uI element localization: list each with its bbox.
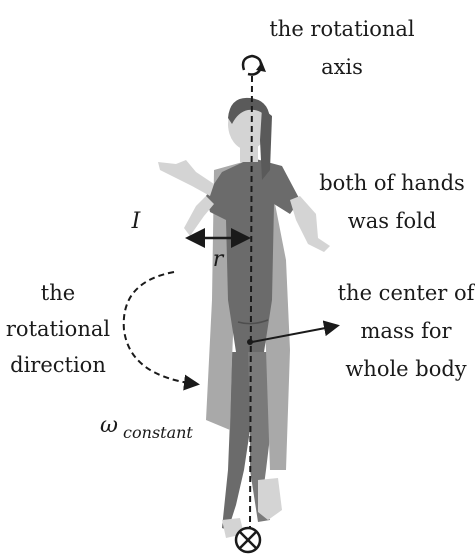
hands-label-line1: both of hands bbox=[319, 171, 465, 195]
axis-label-line2: axis bbox=[321, 55, 363, 79]
inertia-label: I bbox=[131, 209, 142, 234]
direction-label-line1: the bbox=[41, 281, 75, 305]
direction-label-line3: direction bbox=[10, 353, 106, 377]
com-label-line3: whole body bbox=[345, 357, 466, 381]
omega-label: ω constant bbox=[100, 413, 193, 442]
rotational-direction-arrow bbox=[124, 272, 196, 384]
axis-label-line1: the rotational bbox=[269, 17, 415, 41]
hands-label-line2: was fold bbox=[348, 209, 437, 233]
com-label-line1: the center of bbox=[338, 281, 475, 305]
radius-label: r bbox=[213, 247, 225, 272]
right-foot bbox=[258, 478, 282, 520]
left-forearm bbox=[184, 196, 214, 236]
right-arm bbox=[290, 196, 330, 252]
curved-rotation-arrow-icon bbox=[243, 56, 266, 75]
omega-subscript: constant bbox=[123, 423, 193, 442]
omega-symbol: ω bbox=[100, 413, 118, 438]
com-label-line2: mass for bbox=[360, 319, 452, 343]
circled-cross-icon bbox=[236, 528, 260, 552]
left-arm bbox=[158, 160, 214, 196]
direction-label-line2: rotational bbox=[6, 317, 110, 341]
human-figure bbox=[158, 98, 330, 538]
